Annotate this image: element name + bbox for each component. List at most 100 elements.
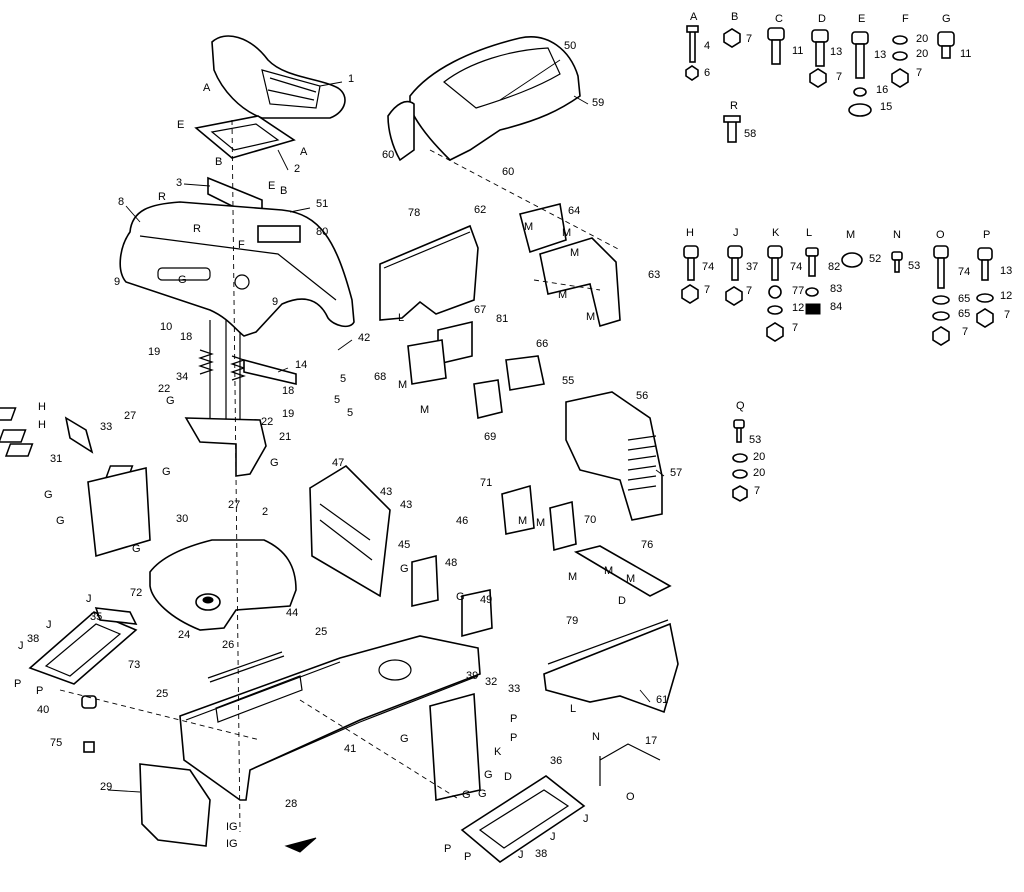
part-label-7e: 7: [746, 285, 752, 297]
letter-label-C1: C: [775, 13, 783, 25]
letter-label-M6: M: [586, 311, 595, 323]
letter-label-M12: M: [604, 565, 613, 577]
part-label-10: 10: [160, 321, 172, 333]
part-label-72: 72: [130, 587, 142, 599]
letter-label-H3: H: [38, 419, 46, 431]
support-part: [309, 464, 391, 598]
letter-label-P4: P: [510, 713, 517, 725]
part-label-25b: 25: [156, 688, 168, 700]
part-label-82: 82: [828, 261, 840, 273]
part-label-73: 73: [128, 659, 140, 671]
letter-label-D1: D: [818, 13, 826, 25]
part-label-24: 24: [178, 629, 190, 641]
letter-label-N2: N: [592, 731, 600, 743]
pedal-bracket-part: [429, 692, 481, 801]
letter-label-G13: G: [462, 789, 471, 801]
letter-label-J6: J: [550, 831, 556, 843]
part-label-66: 66: [536, 338, 548, 350]
part-label-68: 68: [374, 371, 386, 383]
letter-label-G8: G: [132, 543, 141, 555]
part-label-77: 77: [792, 285, 804, 297]
part-label-2b: 2: [262, 506, 268, 518]
hardware-q-group: [732, 419, 748, 502]
part-label-6: 6: [704, 67, 710, 79]
letter-label-J3: J: [46, 619, 52, 631]
part-label-27a: 27: [124, 410, 136, 422]
letter-label-O2: O: [626, 791, 635, 803]
letter-label-R1: R: [730, 100, 738, 112]
part-label-40: 40: [37, 704, 49, 716]
letter-label-P3: P: [36, 685, 43, 697]
part-label-7g: 7: [962, 326, 968, 338]
part-label-79: 79: [566, 615, 578, 627]
letter-label-B2: B: [215, 156, 222, 168]
part-label-22a: 22: [158, 383, 170, 395]
part-label-8: 8: [118, 196, 124, 208]
part-label-53b: 53: [749, 434, 761, 446]
part-label-58: 58: [744, 128, 756, 140]
part-label-36: 36: [550, 755, 562, 767]
part-label-7f: 7: [792, 322, 798, 334]
part-label-15: 15: [880, 101, 892, 113]
leader-lines: [107, 59, 665, 793]
clip-small-part: [83, 741, 95, 753]
part-label-27b: 27: [228, 499, 240, 511]
part-label-20b: 20: [916, 48, 928, 60]
part-number-labels: 1238991018193422141819222127273331304255…: [27, 33, 1012, 860]
letter-label-P6: P: [444, 843, 451, 855]
letter-label-B1: B: [731, 11, 738, 23]
letter-label-M8: M: [420, 404, 429, 416]
letter-label-G5: G: [162, 466, 171, 478]
part-label-65b: 65: [958, 308, 970, 320]
seat-plate-part: [194, 115, 296, 159]
tank-part: [149, 539, 297, 631]
part-label-5b: 5: [334, 394, 340, 406]
part-label-5a: 5: [340, 373, 346, 385]
part-label-60a: 60: [382, 149, 394, 161]
letter-label-IG1: IG: [226, 821, 238, 833]
part-label-55: 55: [562, 375, 574, 387]
letter-label-M5: M: [558, 289, 567, 301]
front-bracket-part: [139, 763, 211, 847]
letter-label-R3: R: [193, 223, 201, 235]
part-label-19b: 19: [282, 408, 294, 420]
part-label-19a: 19: [148, 346, 160, 358]
footrest-left-part: [28, 607, 138, 685]
letter-label-H2: H: [38, 401, 46, 413]
letter-label-G2: G: [178, 274, 187, 286]
assembly-lines: [59, 119, 621, 833]
letter-label-A3: A: [300, 146, 308, 158]
letter-label-F2: F: [238, 239, 245, 251]
part-label-51: 51: [316, 198, 328, 210]
part-label-7a: 7: [746, 33, 752, 45]
part-label-64: 64: [568, 205, 580, 217]
letter-label-G6: G: [44, 489, 53, 501]
part-label-76: 76: [641, 539, 653, 551]
part-label-12a: 12: [792, 302, 804, 314]
part-label-4: 4: [704, 40, 710, 52]
part-label-44: 44: [286, 607, 298, 619]
letter-label-Q1: Q: [736, 400, 745, 412]
letter-label-M9: M: [518, 515, 527, 527]
part-label-43b: 43: [400, 499, 412, 511]
letter-label-G12: G: [484, 769, 493, 781]
side-fender-part: [543, 619, 679, 714]
part-label-75: 75: [50, 737, 62, 749]
letter-label-G7: G: [56, 515, 65, 527]
part-label-60b: 60: [502, 166, 514, 178]
fender-part: [119, 201, 355, 337]
part-label-28: 28: [285, 798, 297, 810]
crossbar-part: [573, 545, 672, 597]
part-label-20d: 20: [753, 467, 765, 479]
letter-label-A1: A: [690, 11, 698, 23]
lever-part: [599, 743, 661, 786]
part-label-20a: 20: [916, 33, 928, 45]
part-label-52: 52: [869, 253, 881, 265]
letter-label-G14: G: [478, 788, 487, 800]
letter-label-L1: L: [806, 227, 812, 239]
part-label-2a: 2: [294, 163, 300, 175]
letter-label-L3: L: [570, 703, 576, 715]
part-label-56: 56: [636, 390, 648, 402]
letter-label-M3: M: [562, 227, 571, 239]
